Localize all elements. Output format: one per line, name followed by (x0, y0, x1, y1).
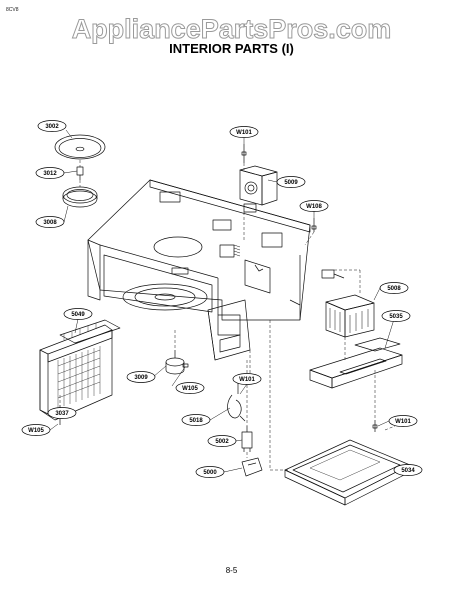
svg-text:3037: 3037 (55, 411, 69, 417)
switch-lever (241, 457, 263, 477)
oven-cavity (87, 179, 311, 321)
turntable-motor (165, 350, 189, 375)
screw-w101-right (372, 420, 378, 432)
svg-text:5002: 5002 (215, 439, 229, 445)
callout-5018: 5018 (181, 414, 211, 426)
svg-text:3009: 3009 (134, 375, 148, 381)
leader-lines (49, 129, 401, 473)
latch-bracket (207, 299, 251, 361)
callout-5000: 5000 (195, 466, 225, 478)
callout-w101-right: W101 (388, 415, 418, 427)
callout-3037: 3037 (47, 407, 77, 419)
svg-text:5018: 5018 (189, 418, 203, 424)
callout-labels: 3002 3012 3008 W101 5009 W108 (21, 120, 423, 478)
page-number: 8-5 (225, 566, 238, 575)
callout-w108: W108 (299, 200, 329, 212)
svg-text:W101: W101 (395, 419, 411, 425)
svg-text:W101: W101 (236, 130, 252, 136)
callout-5034: 5034 (393, 464, 423, 476)
svg-text:5000: 5000 (203, 470, 217, 476)
svg-text:3012: 3012 (43, 171, 57, 177)
callout-w105-right: W105 (175, 382, 205, 394)
roller-ring (62, 186, 98, 208)
transformer (321, 269, 375, 338)
svg-text:W101: W101 (239, 377, 255, 383)
svg-text:5035: 5035 (389, 314, 403, 320)
watermark-logo: AppliancePartsPros.com (71, 14, 392, 45)
assembly-guide-lines (59, 160, 396, 471)
corner-code: 8CV8 (6, 7, 19, 13)
callout-5008: 5008 (379, 282, 409, 294)
svg-text:3002: 3002 (45, 124, 59, 130)
interlock-switch (241, 426, 253, 452)
turntable-tray (54, 134, 106, 160)
callout-3012: 3012 (35, 167, 65, 179)
svg-text:W105: W105 (28, 428, 44, 434)
base-plate (309, 337, 403, 389)
wire-harness (227, 382, 246, 422)
svg-text:5034: 5034 (401, 468, 415, 474)
screw-w108 (311, 218, 317, 232)
callout-3008: 3008 (35, 216, 65, 228)
callout-5002: 5002 (207, 435, 237, 447)
callout-w101-top: W101 (229, 126, 259, 138)
turntable-coupler (76, 166, 84, 180)
callout-5049: 5049 (63, 308, 93, 320)
svg-text:3008: 3008 (43, 220, 57, 226)
svg-text:W108: W108 (306, 204, 322, 210)
page-title: INTERIOR PARTS (I) (169, 41, 294, 56)
callout-3009: 3009 (126, 371, 156, 383)
callout-3002: 3002 (37, 120, 67, 132)
svg-text:5009: 5009 (284, 180, 298, 186)
callout-5009: 5009 (276, 176, 306, 188)
callout-w101-middle: W101 (232, 373, 262, 385)
duct-housing (39, 319, 121, 421)
callout-5035: 5035 (381, 310, 411, 322)
magnetron (239, 165, 278, 213)
svg-text:5049: 5049 (71, 312, 85, 318)
svg-text:5008: 5008 (387, 286, 401, 292)
screw-w101-top (241, 144, 247, 163)
bottom-tray (284, 439, 411, 506)
svg-text:W105: W105 (182, 386, 198, 392)
callout-w105-left: W105 (21, 424, 51, 436)
